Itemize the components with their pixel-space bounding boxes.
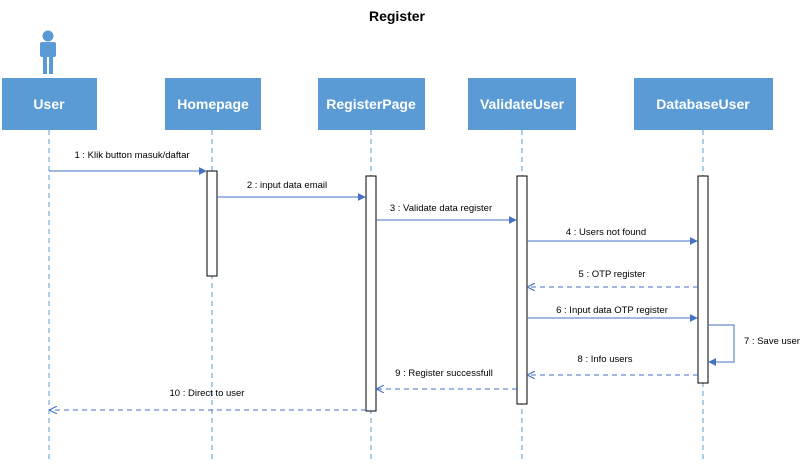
participant-box xyxy=(165,78,261,130)
message-arrow-7 xyxy=(708,324,735,366)
participant-label: DatabaseUser xyxy=(656,96,750,112)
message-label-1: 1 : Klik button masuk/daftar xyxy=(74,150,189,161)
message-label-3: 3 : Validate data register xyxy=(390,203,492,214)
message-label-9: 9 : Register successfull xyxy=(395,368,493,379)
message-label-8: 8 : Info users xyxy=(578,354,633,365)
participant-box xyxy=(2,78,97,130)
activation-homepage xyxy=(206,170,218,277)
participant-label: Homepage xyxy=(177,96,249,112)
message-label-10: 10 : Direct to user xyxy=(170,388,245,399)
participant-box xyxy=(318,78,425,130)
activation-databaseuser xyxy=(697,175,709,384)
message-label-7: 7 : Save user xyxy=(744,336,800,347)
messages xyxy=(49,167,735,410)
message-labels: 1 : Klik button masuk/daftar 2 : input d… xyxy=(74,150,800,399)
activation-validateuser xyxy=(516,175,528,405)
participant-label: RegisterPage xyxy=(326,96,416,112)
message-label-4: 4 : Users not found xyxy=(566,227,646,238)
participant-label: ValidateUser xyxy=(480,96,565,112)
activations xyxy=(206,170,709,412)
message-label-5: 5 : OTP register xyxy=(579,269,646,280)
participant-label: User xyxy=(33,96,65,112)
activation-registerpage xyxy=(365,175,377,412)
participant-databaseuser: DatabaseUser xyxy=(634,78,773,130)
participant-user: User xyxy=(2,78,97,130)
diagram-title: Register xyxy=(369,8,426,24)
message-label-2: 2 : input data email xyxy=(247,180,327,191)
user-actor-icon xyxy=(40,30,56,74)
participant-box xyxy=(634,78,773,130)
participant-homepage: Homepage xyxy=(165,78,261,130)
participant-validateuser: ValidateUser xyxy=(468,78,576,130)
participant-registerpage: RegisterPage xyxy=(318,78,425,130)
message-label-6: 6 : Input data OTP register xyxy=(556,305,668,316)
participant-box xyxy=(468,78,576,130)
